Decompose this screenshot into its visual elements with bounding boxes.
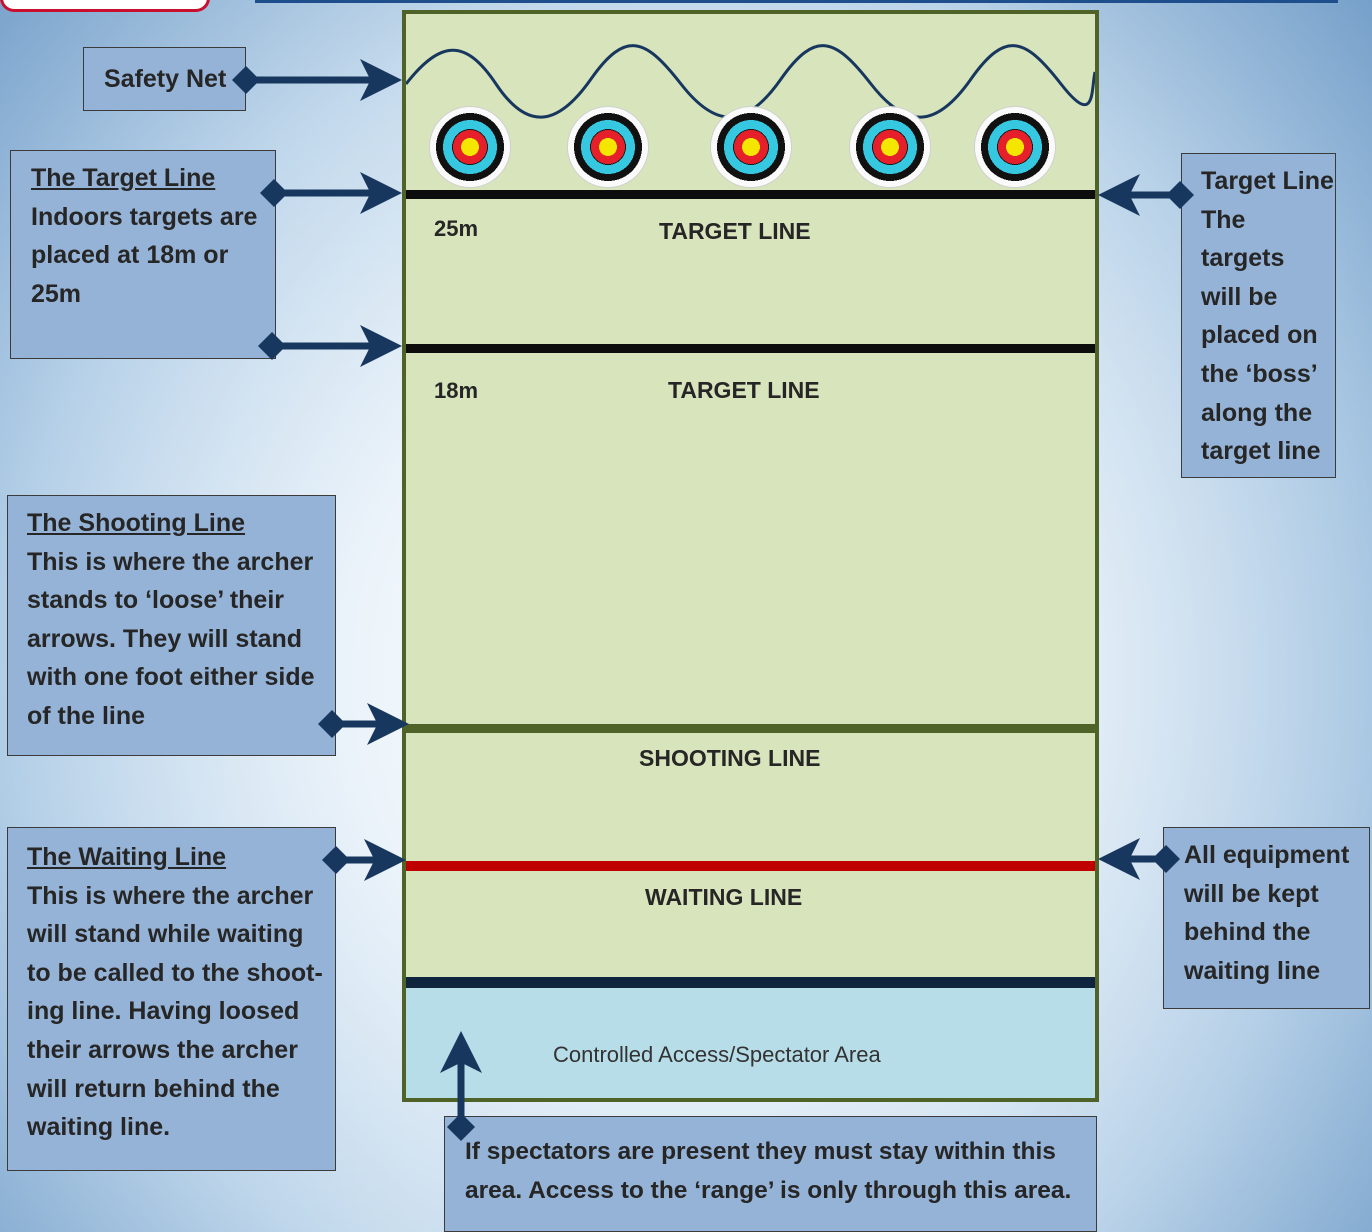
waiting-line-callout-line: to be called to the shoot- (27, 958, 323, 987)
equipment-callout: All equipment will be kept behind the wa… (1163, 827, 1370, 1009)
spectator-area-label: Controlled Access/Spectator Area (553, 1042, 881, 1067)
distance-25m: 25m (434, 216, 479, 241)
shooting-line (406, 724, 1095, 733)
target-line-25m-arrow-icon (260, 172, 402, 214)
header-rule (255, 0, 1338, 3)
target-line-callout-line: placed at 18m or (31, 241, 229, 270)
target-line-right-line: The targets (1201, 205, 1285, 273)
equipment-callout-line: All equipment (1184, 841, 1350, 869)
target-line-right-arrow-icon (1098, 174, 1194, 216)
target-line-callout-line: 25m (31, 279, 82, 308)
safety-net-wave (406, 44, 1095, 119)
target-line-right-line: placed on (1201, 321, 1318, 350)
waiting-line-callout-line: This is where the archer (27, 881, 314, 910)
waiting-line-arrow-icon (322, 839, 406, 881)
target-line-right-line: along the (1201, 398, 1313, 427)
waiting-line-callout-line: waiting line. (27, 1113, 171, 1142)
waiting-line (406, 861, 1095, 871)
target-line-18m-arrow-icon (258, 325, 402, 367)
archery-target-icon (430, 107, 510, 187)
target-line-callout-line: Indoors targets are (31, 202, 258, 231)
waiting-line-callout-line: will stand while waiting (27, 920, 304, 949)
spectators-callout-line: If spectators are present they must stay… (465, 1138, 1056, 1165)
target-line-right-callout: Target Line The targets will be placed o… (1181, 153, 1336, 478)
safety-net-callout: Safety Net (83, 47, 246, 111)
equipment-callout-line: will be kept (1184, 879, 1319, 908)
target-line-right-line: the ‘boss’ (1201, 359, 1318, 388)
target-line-callout-title: The Target Line (31, 164, 216, 192)
distance-18m: 18m (434, 378, 479, 403)
waiting-line-callout-line: ing line. Having loosed (27, 997, 300, 1026)
spectator-area: Controlled Access/Spectator Area (406, 988, 1095, 1098)
waiting-line-callout-line: their arrows the archer (27, 1035, 298, 1064)
shooting-line-callout-line: stands to ‘loose’ their (27, 586, 284, 615)
waiting-line-label: WAITING LINE (645, 884, 803, 910)
waiting-line-callout: The Waiting Line This is where the arche… (7, 827, 336, 1171)
shooting-line-callout: The Shooting Line This is where the arch… (7, 495, 336, 756)
shooting-line-callout-line: with one foot either side (27, 663, 315, 692)
equipment-callout-line: waiting line (1184, 956, 1321, 985)
archery-target-icon (568, 107, 648, 187)
spectator-boundary-line (406, 977, 1095, 988)
safety-net-arrow-icon (232, 59, 402, 101)
target-line-right-line: target line (1201, 437, 1321, 466)
shooting-line-callout-title: The Shooting Line (27, 509, 246, 537)
shooting-line-callout-line: This is where the archer (27, 547, 314, 576)
archery-target-icon (975, 107, 1055, 187)
equipment-callout-line: behind the (1184, 918, 1311, 947)
equipment-arrow-icon (1098, 838, 1180, 880)
target-line-25m-label: TARGET LINE (659, 218, 811, 244)
archery-target-icon (711, 107, 791, 187)
target-line-25m (406, 190, 1095, 199)
target-line-right-line: will be (1201, 282, 1278, 311)
archery-target-icon (850, 107, 930, 187)
shooting-line-arrow-icon (318, 703, 409, 745)
target-line-18m (406, 344, 1095, 353)
shooting-line-label: SHOOTING LINE (639, 745, 821, 771)
spectators-callout-line: area. Access to the ‘range’ is only thro… (465, 1176, 1072, 1204)
shooting-line-callout-line: of the line (27, 701, 146, 730)
target-line-18m-label: TARGET LINE (668, 377, 820, 403)
target-line-callout: The Target Line Indoors targets are plac… (10, 150, 276, 359)
waiting-line-callout-title: The Waiting Line (27, 843, 227, 871)
spectators-callout: If spectators are present they must stay… (444, 1116, 1097, 1232)
waiting-line-callout-line: will return behind the (27, 1074, 280, 1103)
target-line-right-line: Target Line (1201, 167, 1334, 195)
shooting-line-callout-line: arrows. They will stand (27, 624, 303, 653)
spectator-arrow-icon (440, 1031, 482, 1141)
archery-range: 25m TARGET LINE 18m TARGET LINE SHOOTING… (402, 10, 1099, 1102)
safety-net-callout-text: Safety Net (104, 65, 227, 93)
